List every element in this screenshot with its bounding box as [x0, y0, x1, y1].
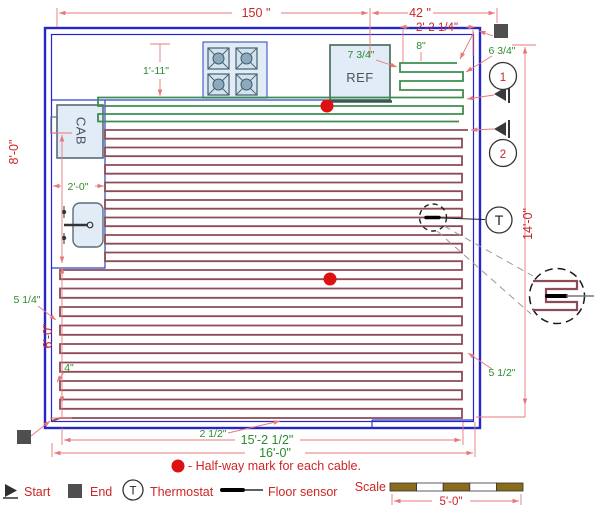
start-icon — [5, 484, 17, 497]
end-icon — [68, 484, 82, 498]
svg-text:4": 4" — [64, 362, 74, 374]
scale-length: 5'-0" — [440, 496, 463, 508]
legend-thermostat: T Thermostat — [122, 479, 214, 501]
legend-floor-sensor: Floor sensor — [220, 485, 337, 499]
detail-leader-2 — [436, 230, 532, 315]
svg-text:1: 1 — [500, 72, 506, 84]
floor-sensor-circle — [418, 203, 448, 232]
cable2-badge: 2 — [488, 138, 518, 168]
svg-text:5 1/2": 5 1/2" — [488, 367, 515, 379]
svg-text:Start: Start — [24, 485, 51, 499]
svg-text:6'-0": 6'-0" — [41, 324, 55, 349]
halfway-dot-cable2 — [323, 272, 337, 286]
svg-text:7 3/4": 7 3/4" — [347, 49, 374, 61]
cable-2-maroon — [51, 129, 468, 422]
legend-end: End — [68, 484, 112, 499]
dim-1-11: 1'-11" — [143, 43, 170, 96]
dim-4in: 4" — [56, 362, 74, 383]
burner-1 — [207, 47, 230, 70]
svg-text:2'-2 1/4": 2'-2 1/4" — [416, 22, 458, 34]
svg-text:T: T — [129, 486, 136, 498]
burner-2 — [235, 47, 258, 70]
svg-text:15'-2 1/2": 15'-2 1/2" — [241, 433, 294, 447]
ref-label: REF — [346, 70, 374, 85]
svg-text:14'-0": 14'-0" — [521, 208, 535, 240]
stove — [202, 41, 268, 99]
svg-text:5 1/4": 5 1/4" — [13, 294, 40, 306]
burner-3 — [207, 73, 230, 96]
dim-2-1-2: 2 1/2" — [199, 420, 281, 440]
sink — [61, 202, 104, 248]
burner-4 — [235, 73, 258, 96]
scale-label: Scale — [355, 480, 386, 494]
dim-16ft: 16'-0" — [51, 422, 476, 460]
scale-bar: Scale 5'-0" — [355, 480, 524, 508]
cabinet: CAB — [50, 104, 104, 159]
thermostat-circle — [485, 206, 513, 234]
room-inner-wall — [50, 33, 475, 423]
dim-6-3-4: 6 3/4" — [465, 45, 516, 73]
dim-14ft: 14'-0" — [476, 44, 536, 418]
end-marker-top — [494, 24, 508, 38]
halfway-note-text: - Half-way mark for each cable. — [188, 459, 361, 473]
halfway-dot-cable1 — [320, 99, 334, 113]
dim-42: 42 " — [372, 6, 498, 23]
svg-text:6 3/4": 6 3/4" — [488, 45, 515, 57]
svg-text:Thermostat: Thermostat — [150, 485, 214, 499]
dim-6ft: 6'-0" — [41, 267, 72, 419]
cable-1-green — [97, 62, 464, 123]
start-marker-2 — [470, 120, 510, 138]
svg-text:End: End — [90, 485, 112, 499]
svg-text:8": 8" — [416, 40, 426, 52]
dim-2ft: 2'-0" — [53, 181, 104, 193]
dim-15-2-1-2: 15'-2 1/2" — [61, 422, 464, 447]
room-outline — [43, 26, 482, 430]
svg-text:2'-0": 2'-0" — [68, 181, 89, 193]
detail-leader-1 — [443, 225, 534, 277]
svg-text:2: 2 — [500, 149, 506, 161]
thermostat-label: T — [495, 212, 504, 228]
cab-label: CAB — [74, 117, 89, 145]
end-marker-bottom — [17, 430, 31, 444]
dim-5-1-4: 5 1/4" — [13, 294, 57, 321]
dim-7-3-4: 7 3/4" — [347, 49, 398, 68]
svg-text:1'-11": 1'-11" — [143, 65, 169, 77]
svg-text:150 ": 150 " — [242, 6, 271, 20]
thermostat-icon — [122, 479, 144, 501]
cable1-badge: 1 — [488, 61, 518, 91]
dim-8ft: 8'-0" — [7, 132, 72, 263]
halfway-note: - Half-way mark for each cable. — [171, 459, 361, 473]
svg-text:42 ": 42 " — [409, 6, 431, 20]
svg-text:2 1/2": 2 1/2" — [199, 428, 226, 440]
thermostat-leader — [440, 217, 486, 220]
svg-text:Floor sensor: Floor sensor — [268, 485, 337, 499]
legend-start: Start — [3, 484, 51, 499]
halfway-dot-legend — [171, 459, 185, 473]
svg-text:16'-0": 16'-0" — [259, 446, 291, 460]
refrigerator: REF — [329, 44, 392, 103]
dim-150: 150 " — [56, 6, 371, 57]
dim-2-2-1-4: 2'-2 1/4" — [400, 22, 475, 62]
dim-8in: 8" — [416, 40, 426, 61]
svg-text:8'-0": 8'-0" — [7, 140, 21, 165]
dim-5-1-2: 5 1/2" — [467, 352, 516, 379]
